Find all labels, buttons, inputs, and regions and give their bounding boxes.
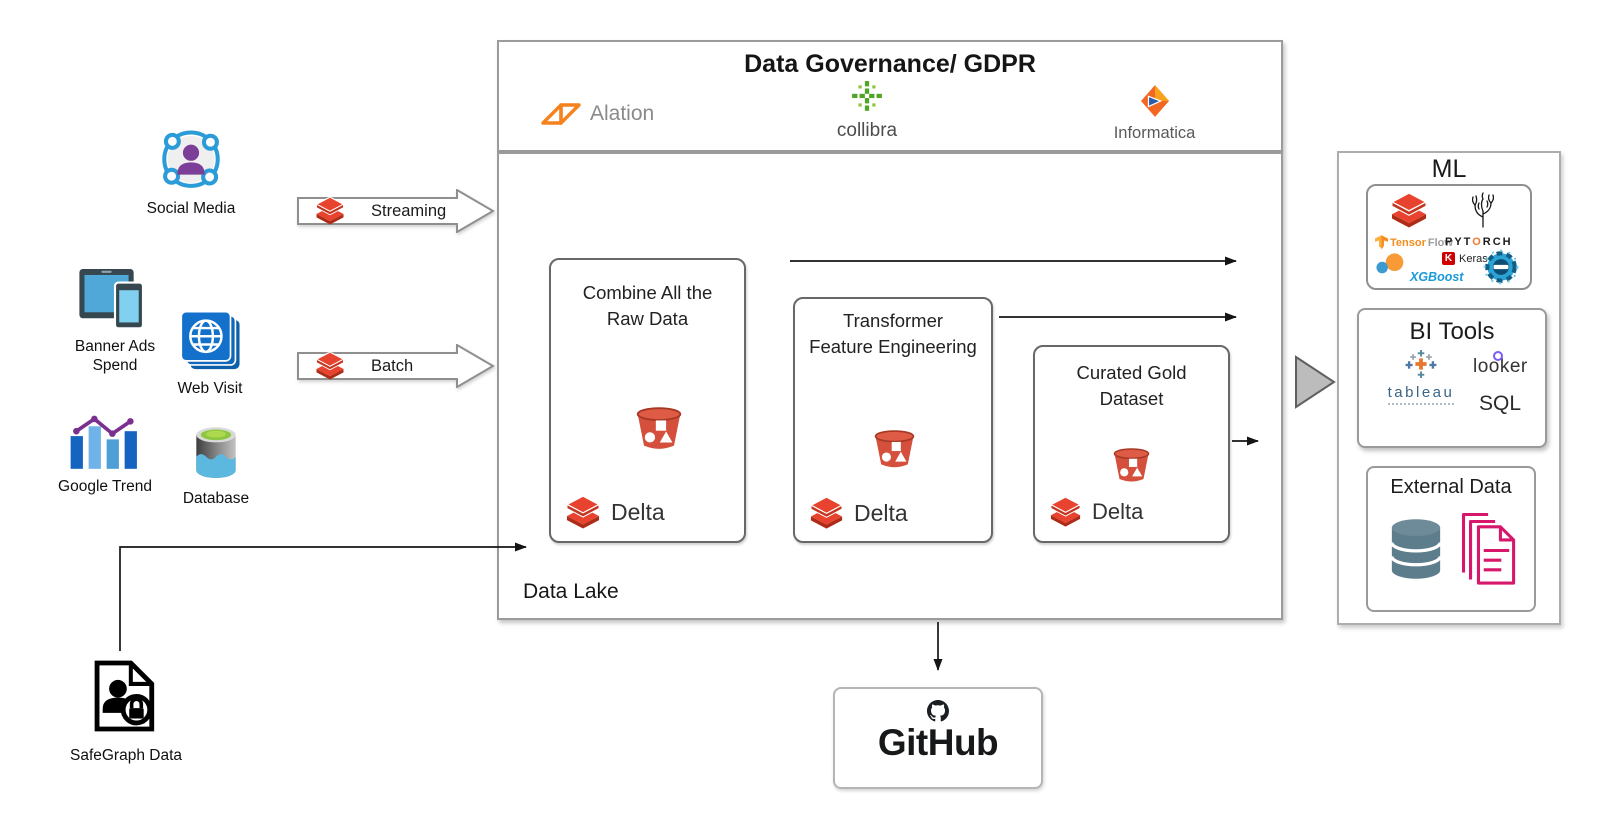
informatica-icon (1140, 85, 1169, 117)
tableau-software-dots (1388, 403, 1454, 405)
social-media-icon (162, 130, 220, 188)
source-database: Database (158, 425, 274, 508)
delta-label: Delta (1092, 499, 1144, 524)
tableau-logo: tableau (1369, 350, 1473, 405)
safegraph-icon (94, 660, 155, 732)
tableau-wordmark: tableau (1387, 384, 1455, 401)
tensorflow-wordmark-a: Tensor (1390, 236, 1426, 249)
pytorch-wordmark: PYTORCH (1445, 236, 1513, 248)
stage-combine-raw-data: Combine All the Raw Data Delta (549, 258, 746, 543)
stage-title-line1: Combine All the (582, 282, 713, 303)
lake-to-bi-triangle-arrow (1295, 355, 1336, 409)
github-octocat-icon (927, 700, 949, 722)
block-arrow-shape (297, 344, 495, 388)
stage-title-line2: Raw Data (606, 308, 689, 329)
tensorflow-wordmark-b: Flow (1427, 236, 1453, 249)
github-box: GitHub (833, 687, 1043, 789)
web-visit-icon (180, 310, 240, 370)
banner-ads-icon (79, 269, 145, 330)
informatica-wordmark: Informatica (1113, 124, 1196, 142)
data-lake-label: Data Lake (523, 580, 619, 603)
scikit-learn-icon (1376, 253, 1404, 274)
stage-title-line1: Curated Gold (1076, 362, 1187, 383)
delta-lake-icon (1050, 497, 1081, 527)
ml-title: ML (1431, 155, 1467, 183)
source-google-trend: Google Trend (40, 410, 170, 496)
collibra-icon (852, 81, 882, 111)
governance-box: Data Governance/ GDPR Alation (497, 40, 1283, 152)
keras-logo: K Keras (1442, 252, 1488, 265)
informatica-logo: Informatica (1097, 84, 1212, 143)
alation-logo: Alation (541, 100, 654, 128)
governance-title: Data Governance/ GDPR (744, 50, 1036, 78)
external-database-icon (1390, 519, 1442, 579)
streaming-flow-arrow: Streaming (297, 189, 495, 233)
source-label: Google Trend (58, 478, 152, 495)
stage-transformer-feature-engineering: Transformer Feature Engineering Delta (793, 297, 993, 543)
keras-wordmark: Keras (1459, 252, 1488, 265)
source-label: Database (182, 490, 250, 507)
external-data-box: External Data (1366, 466, 1536, 612)
sql-label: SQL (1479, 392, 1522, 415)
looker-wordmark: looker (1473, 351, 1600, 378)
external-documents-icon (1461, 512, 1516, 585)
source-web-visit: Web Visit (155, 310, 265, 398)
github-wordmark: GitHub (877, 722, 999, 763)
source-label: SafeGraph Data (69, 747, 182, 764)
batch-flow-arrow: Batch (297, 344, 495, 388)
bucket-icon (1113, 448, 1150, 483)
pytorch-tree-icon (1471, 192, 1495, 228)
stage-curated-gold-dataset: Curated Gold Dataset Delta (1033, 345, 1230, 543)
bucket-icon (636, 407, 682, 450)
flow-label: Streaming (371, 201, 447, 220)
external-data-title: External Data (1390, 476, 1512, 498)
databricks-icon (315, 197, 345, 225)
delta-lake-icon (566, 496, 600, 529)
collibra-wordmark: collibra (836, 120, 898, 141)
bi-tools-box: BI Tools tableau looker (1357, 308, 1547, 448)
keras-icon: K (1442, 252, 1455, 265)
safegraph-to-lake-connector (119, 542, 527, 651)
xgboost-wordmark: XGBoost (1410, 270, 1464, 284)
databricks-icon (1391, 193, 1427, 228)
source-safegraph: SafeGraph Data (58, 651, 194, 765)
source-label: Spend (92, 357, 138, 374)
delta-label: Delta (854, 499, 908, 526)
stage-title-line2: Feature Engineering (809, 336, 977, 357)
source-label: Web Visit (177, 380, 243, 397)
delta-label: Delta (611, 499, 665, 525)
source-social-media: Social Media (128, 126, 254, 218)
tensorflow-icon (1375, 235, 1388, 250)
source-label: Banner Ads (74, 338, 156, 355)
alation-icon (541, 103, 581, 125)
alation-wordmark: Alation (590, 102, 655, 125)
tableau-icon (1405, 350, 1437, 378)
source-label: Social Media (146, 200, 236, 217)
collibra-logo: collibra (812, 80, 922, 142)
delta-lake-icon (810, 497, 843, 529)
database-icon (196, 427, 236, 478)
google-trend-icon (70, 415, 137, 469)
stage-title-line2: Dataset (1099, 388, 1164, 409)
databricks-icon (315, 352, 345, 380)
source-banner-ads: Banner Ads Spend (40, 262, 190, 375)
horovod-gear-icon (1483, 249, 1519, 285)
bucket-icon (874, 430, 915, 469)
bi-tools-title: BI Tools (1409, 318, 1495, 345)
block-arrow-shape (297, 189, 495, 233)
flow-label: Batch (371, 356, 414, 375)
stage-title-line1: Transformer (842, 310, 944, 331)
